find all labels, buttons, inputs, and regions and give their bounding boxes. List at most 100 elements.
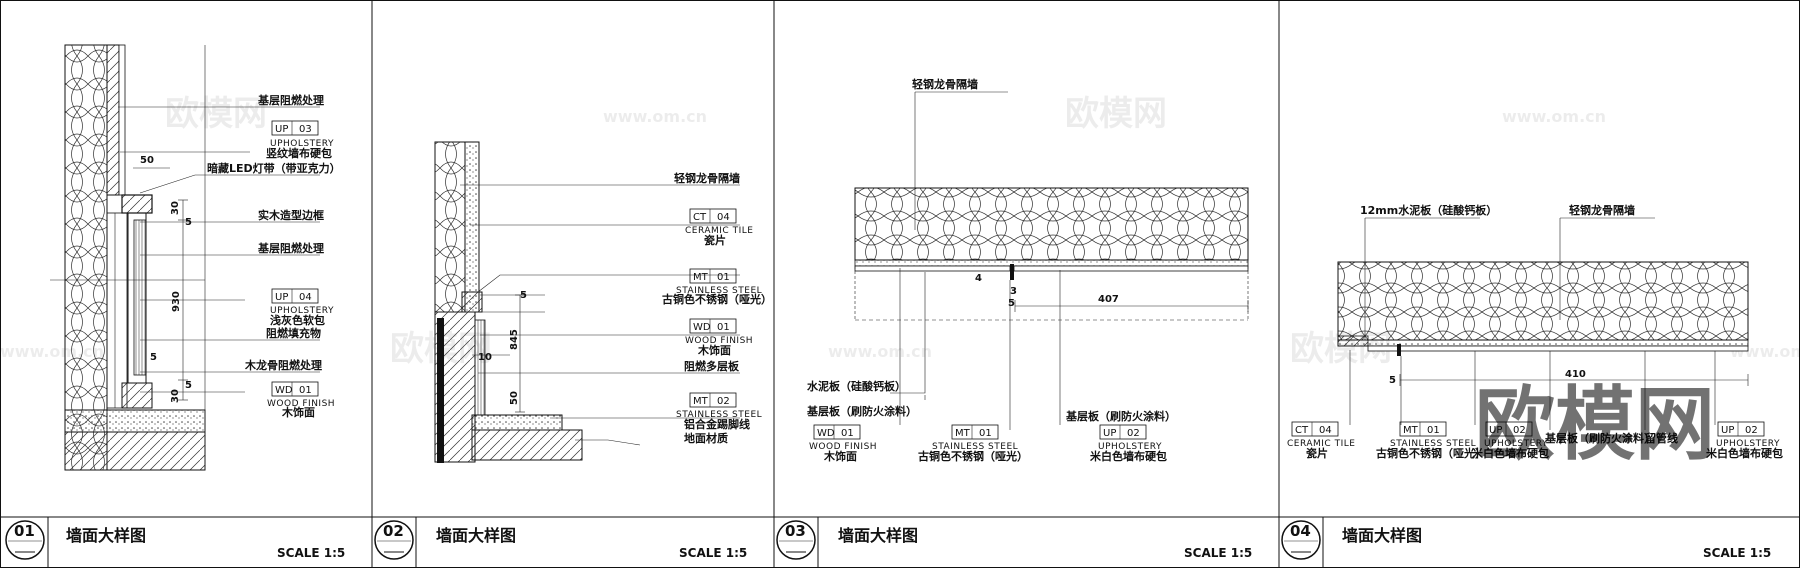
- svg-text:米白色墙布硬包: 米白色墙布硬包: [1089, 449, 1167, 463]
- svg-text:01: 01: [841, 428, 854, 439]
- svg-text:03: 03: [299, 124, 312, 135]
- detail-title: 墙面大样图: [436, 526, 516, 545]
- material-tag-wd01: WD 01 WOOD FINISH 木饰面: [267, 381, 335, 419]
- dimension-text: 5: [185, 380, 192, 391]
- svg-text:WD: WD: [817, 428, 835, 439]
- svg-text:STAINLESS STEEL: STAINLESS STEEL: [676, 410, 762, 420]
- label-base-board: 基层板（刷防火涂料）: [1065, 409, 1176, 423]
- svg-text:木饰面: 木饰面: [697, 343, 731, 357]
- watermark-logo: 欧模网: [1475, 378, 1715, 471]
- stainless-steel-inlay: [1397, 344, 1401, 356]
- material-tag-up04: UP 04 UPHOLSTERY 浅灰色软包: [270, 288, 334, 327]
- dimension-text: 50: [509, 391, 520, 405]
- svg-text:02: 02: [1127, 428, 1140, 439]
- label-cement-board: 水泥板（硅酸钙板）: [807, 379, 906, 393]
- svg-text:STAINLESS STEEL: STAINLESS STEEL: [676, 286, 762, 296]
- label-wood-frame: 实木造型边框: [258, 208, 324, 222]
- svg-text:01: 01: [299, 385, 312, 396]
- detail-number-circle: [374, 520, 414, 560]
- svg-text:米白色墙布硬包: 米白色墙布硬包: [1705, 446, 1783, 460]
- dimension-text: 407: [1098, 294, 1119, 305]
- material-tag-mt01: MT 01 STAINLESS STEEL 古铜色不锈钢（哑光）: [1376, 421, 1486, 460]
- svg-text:UP: UP: [275, 124, 288, 135]
- panel-01-detail: 50 30 5 930 5 5 30: [50, 44, 320, 471]
- svg-text:WD: WD: [693, 322, 711, 333]
- svg-text:STAINLESS STEEL: STAINLESS STEEL: [932, 442, 1018, 452]
- svg-text:欧模网: 欧模网: [165, 94, 267, 134]
- svg-text:UPHOLSTERY: UPHOLSTERY: [270, 306, 334, 316]
- detail-number: 04: [1290, 522, 1311, 540]
- material-tag-up03: UP 03 UPHOLSTERY 竖纹墙布硬包: [266, 120, 334, 160]
- svg-text:04: 04: [299, 292, 312, 303]
- dimension-text: 5: [1008, 298, 1015, 309]
- svg-text:02: 02: [1745, 425, 1758, 436]
- label-reserved-conduit: 留管线: [1645, 431, 1678, 445]
- ceramic-tile-layer: [464, 141, 480, 313]
- label-cement-board: 12mm水泥板（硅酸钙板）: [1360, 203, 1497, 217]
- svg-text:MT: MT: [955, 428, 971, 439]
- svg-text:木饰面: 木饰面: [281, 405, 315, 419]
- dimension-text: 410: [1565, 369, 1586, 380]
- svg-text:UP: UP: [1489, 425, 1502, 436]
- panel-03-detail: 407 4 3 5: [854, 91, 1249, 430]
- material-tag-ct04: CT 04 CERAMIC TILE 瓷片: [685, 208, 753, 247]
- label-floor-material: 地面材质: [684, 431, 728, 445]
- detail-number: 03: [785, 522, 806, 540]
- detail-title: 墙面大样图: [1342, 526, 1422, 545]
- svg-text:01: 01: [1427, 425, 1440, 436]
- svg-text:UP: UP: [1103, 428, 1116, 439]
- svg-text:UPHOLSTERY: UPHOLSTERY: [1716, 439, 1780, 449]
- svg-text:欧模网: 欧模网: [1065, 94, 1167, 134]
- svg-text:02: 02: [1513, 425, 1526, 436]
- cement-board-layer: [854, 259, 1249, 267]
- detail-number: 02: [383, 522, 404, 540]
- floor-material: [471, 429, 583, 461]
- material-tag-mt02: MT 02 STAINLESS STEEL 铝合金踢脚线: [676, 392, 762, 431]
- svg-text:WD: WD: [275, 385, 293, 396]
- dimension-text: 930: [171, 291, 182, 312]
- dimension-text: 5: [1389, 375, 1396, 386]
- upholstery-panel-top: [106, 44, 120, 196]
- material-tag-mt01: MT 01 STAINLESS STEEL 古铜色不锈钢（哑光）: [918, 424, 1028, 463]
- floor-slab: [64, 431, 206, 471]
- svg-text:CT: CT: [693, 212, 707, 223]
- material-tag-up02: UP 02 UPHOLSTERY 米白色墙布硬包: [1705, 421, 1783, 460]
- label-fire-filler: 阻燃填充物: [266, 326, 321, 340]
- stainless-steel-inlay: [1010, 264, 1014, 280]
- svg-text:瓷片: 瓷片: [1306, 446, 1328, 460]
- svg-text:WOOD FINISH: WOOD FINISH: [267, 399, 335, 409]
- led-light-strip: [121, 194, 153, 214]
- soft-upholstery-panel: [133, 219, 147, 376]
- svg-text:MT: MT: [693, 396, 709, 407]
- wood-finish-strip: [854, 265, 1011, 272]
- svg-text:古铜色不锈钢（哑光）: 古铜色不锈钢（哑光）: [662, 292, 772, 306]
- light-steel-partition: [1337, 261, 1749, 341]
- detail-title: 墙面大样图: [838, 526, 918, 545]
- stainless-steel-cap: [461, 291, 483, 313]
- material-tag-wd01: WD 01 WOOD FINISH 木饰面: [809, 424, 877, 463]
- svg-text:瓷片: 瓷片: [704, 233, 726, 247]
- svg-text:WOOD FINISH: WOOD FINISH: [809, 442, 877, 452]
- svg-text:MT: MT: [693, 272, 709, 283]
- svg-text:04: 04: [1319, 425, 1332, 436]
- insulation-layer: [434, 141, 466, 313]
- svg-text:UP: UP: [1721, 425, 1734, 436]
- svg-text:MT: MT: [1403, 425, 1419, 436]
- dimension-text: 30: [170, 201, 181, 215]
- svg-text:www.om.cn: www.om.cn: [603, 107, 707, 126]
- svg-text:UPHOLSTERY: UPHOLSTERY: [270, 139, 334, 149]
- stainless-steel-trim: [437, 318, 444, 463]
- detail-number-circle: [5, 520, 45, 560]
- dimension-text: 5: [520, 290, 527, 301]
- dimension-text: 3: [1010, 286, 1017, 297]
- svg-text:竖纹墙布硬包: 竖纹墙布硬包: [266, 146, 332, 160]
- dimension-text: 4: [975, 273, 982, 284]
- svg-text:01: 01: [717, 272, 730, 283]
- floor-screed: [64, 409, 206, 433]
- svg-text:WOOD FINISH: WOOD FINISH: [685, 336, 753, 346]
- title-block-02: 02 墙面大样图 SCALE 1:5: [374, 517, 747, 568]
- svg-text:CERAMIC TILE: CERAMIC TILE: [685, 226, 753, 236]
- detail-scale: SCALE 1:5: [1703, 546, 1771, 560]
- dimension-text: 5: [150, 352, 157, 363]
